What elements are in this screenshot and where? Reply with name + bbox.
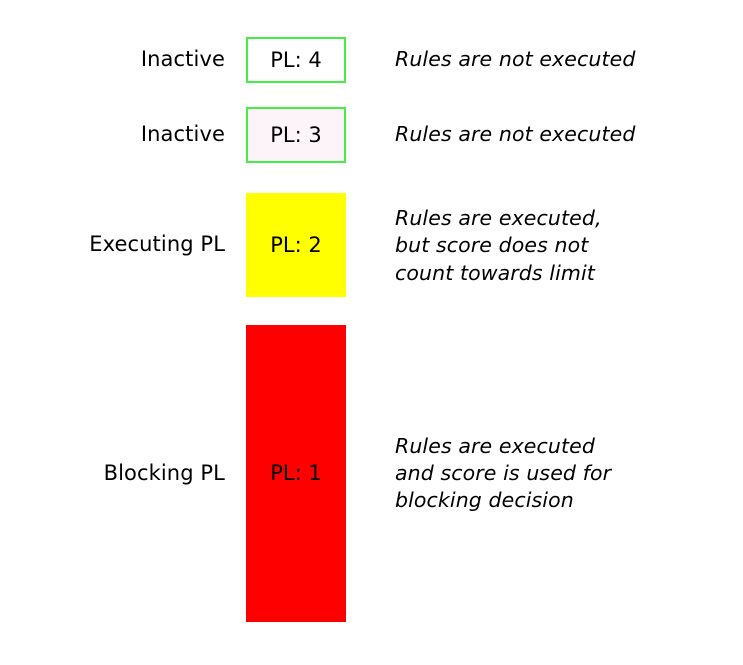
pl-row-pl1: Blocking PL PL: 1 Rules are executed and… (0, 325, 743, 622)
pl-box-cell-pl1: PL: 1 (225, 325, 349, 622)
pl-box-cell-pl2: PL: 2 (225, 193, 349, 297)
pl-row-pl3: Inactive PL: 3 Rules are not executed (0, 107, 743, 163)
pl-state-label-pl4: Inactive (140, 47, 225, 72)
pl-description-pl1: Rules are executed and score is used for… (395, 433, 612, 513)
pl-row-pl4: Inactive PL: 4 Rules are not executed (0, 37, 743, 83)
pl-box-pl1: PL: 1 (246, 325, 346, 622)
pl-box-pl3: PL: 3 (246, 107, 346, 163)
pl-description-pl2: Rules are executed, but score does not c… (395, 206, 602, 285)
pl-row-pl2: Executing PL PL: 2 Rules are executed, b… (0, 193, 743, 297)
pl-box-cell-pl3: PL: 3 (225, 107, 349, 163)
pl-description-pl3: Rules are not executed (395, 122, 636, 147)
pl-state-label-pl3: Inactive (140, 122, 225, 147)
pl-box-pl2: PL: 2 (246, 193, 346, 297)
pl-box-cell-pl4: PL: 4 (225, 37, 349, 83)
pl-state-label-pl1: Blocking PL (103, 460, 225, 485)
pl-state-label-pl2: Executing PL (89, 232, 225, 257)
pl-box-pl4: PL: 4 (246, 37, 346, 83)
pl-description-pl4: Rules are not executed (395, 47, 636, 72)
